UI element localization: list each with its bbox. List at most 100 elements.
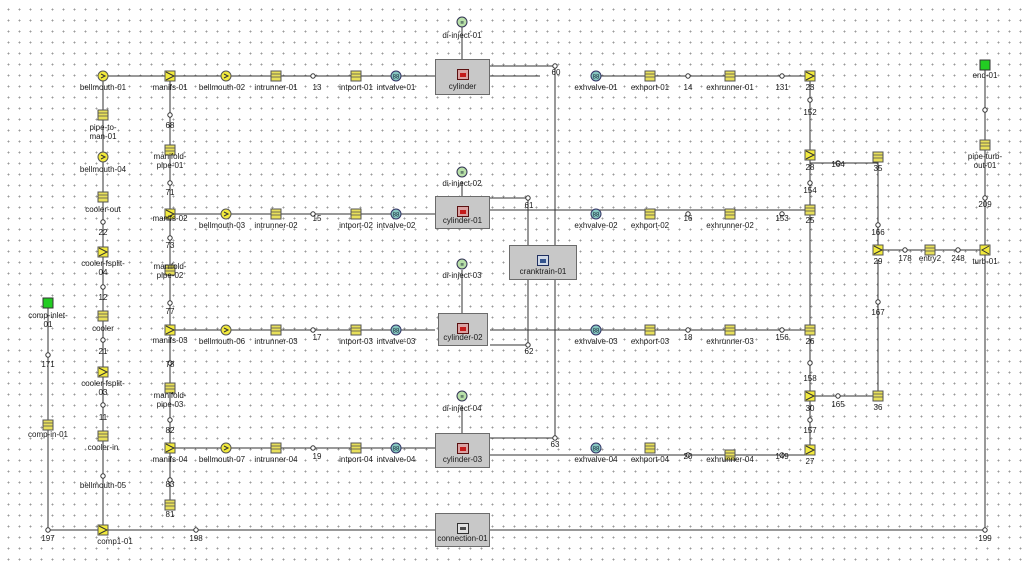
bellmouth-icon[interactable] (97, 70, 109, 82)
pipe-icon[interactable] (724, 324, 736, 336)
bellmouth-icon[interactable] (220, 442, 232, 454)
connection-01-block[interactable]: connection-01 (435, 513, 490, 547)
pipe-icon[interactable] (164, 382, 176, 394)
pipe-icon[interactable] (872, 151, 884, 163)
flowsplit-icon[interactable] (97, 524, 109, 536)
pipe-icon[interactable] (724, 70, 736, 82)
flowsplit-icon[interactable] (804, 149, 816, 161)
orifice-node (167, 300, 173, 306)
node-number-label: 81 (165, 510, 175, 519)
orifice-node (779, 327, 785, 333)
wire (810, 162, 879, 250)
pipe-icon[interactable] (97, 191, 109, 203)
valve-icon[interactable]: 88 (390, 442, 402, 454)
pipe-icon[interactable] (270, 70, 282, 82)
pipe-icon[interactable] (164, 264, 176, 276)
pipe-icon[interactable] (644, 442, 656, 454)
pipe-icon[interactable] (350, 324, 362, 336)
valve-icon[interactable]: 88 (390, 70, 402, 82)
node-number-label: 152 (803, 108, 817, 117)
flowsplit-icon[interactable] (97, 366, 109, 378)
pipe-icon[interactable] (804, 204, 816, 216)
pipe-icon[interactable] (724, 208, 736, 220)
pipe-icon[interactable] (42, 419, 54, 431)
end-environment-icon[interactable] (42, 297, 54, 309)
node-number-label: 78 (165, 360, 175, 369)
node-number-label: 149 (775, 452, 789, 461)
valve-icon[interactable]: 88 (590, 70, 602, 82)
pipe-icon[interactable] (97, 430, 109, 442)
cylinder-02-block[interactable]: cylinder-02 (438, 313, 488, 346)
node-number-label: 60 (551, 68, 561, 77)
pipe-icon[interactable] (644, 208, 656, 220)
pipe-icon[interactable] (164, 499, 176, 511)
pipe-icon[interactable] (164, 144, 176, 156)
flowsplit-icon[interactable] (804, 444, 816, 456)
orifice-node (525, 195, 531, 201)
node-number-label: 17 (312, 333, 322, 342)
pipe-icon[interactable] (644, 70, 656, 82)
flowsplit-icon[interactable] (872, 244, 884, 256)
cranktrain-01-block[interactable]: cranktrain-01 (509, 245, 577, 280)
flowsplit-icon[interactable] (164, 208, 176, 220)
pipe-icon[interactable] (270, 208, 282, 220)
cylinder-block[interactable]: cylinder (435, 59, 490, 95)
node-number-label: 25 (805, 216, 815, 225)
pipe-icon[interactable] (270, 324, 282, 336)
pipe-icon[interactable] (350, 442, 362, 454)
bellmouth-icon[interactable] (97, 151, 109, 163)
flowsplit-icon[interactable] (97, 246, 109, 258)
turbine-icon[interactable] (979, 244, 991, 256)
cylinder-03-block[interactable]: cylinder-03 (435, 433, 490, 468)
injector-icon[interactable]: ≡ (456, 166, 468, 178)
valve-icon[interactable]: 88 (390, 208, 402, 220)
svg-text:88: 88 (593, 213, 600, 219)
pipe-icon[interactable] (270, 442, 282, 454)
valve-icon[interactable]: 88 (590, 442, 602, 454)
node-number-label: 165 (831, 400, 845, 409)
node-number-label: 164 (831, 160, 845, 169)
component-label: manifold-pipe-02 (153, 262, 187, 280)
component-label: exhrunner-03 (706, 337, 754, 346)
svg-text:≡: ≡ (460, 395, 464, 401)
bellmouth-icon[interactable] (220, 70, 232, 82)
orifice-node (982, 195, 988, 201)
pipe-icon[interactable] (644, 324, 656, 336)
component-label: intrunner-02 (254, 221, 298, 230)
node-number-label: 18 (683, 333, 693, 342)
component-label: intport-01 (339, 83, 373, 92)
flowsplit-icon[interactable] (164, 442, 176, 454)
pipe-icon[interactable] (804, 324, 816, 336)
valve-icon[interactable]: 88 (590, 324, 602, 336)
pipe-icon[interactable] (97, 109, 109, 121)
pipe-icon[interactable] (97, 310, 109, 322)
flowsplit-icon[interactable] (804, 390, 816, 402)
block-label: cylinder (448, 82, 477, 91)
valve-icon[interactable]: 88 (590, 208, 602, 220)
orifice-node (100, 219, 106, 225)
cylinder-01-block[interactable]: cylinder-01 (435, 196, 490, 229)
node-number-label: 15 (312, 214, 322, 223)
pipe-icon[interactable] (872, 390, 884, 402)
component-label: intvalve-01 (376, 83, 416, 92)
flowsplit-icon[interactable] (164, 324, 176, 336)
pipe-icon[interactable] (979, 139, 991, 151)
pipe-icon[interactable] (724, 449, 736, 461)
node-number-label: 77 (165, 307, 175, 316)
flowsplit-icon[interactable] (804, 70, 816, 82)
node-number-label: 82 (165, 426, 175, 435)
component-label: exhrunner-01 (706, 83, 754, 92)
injector-icon[interactable]: ≡ (456, 16, 468, 28)
injector-icon[interactable]: ≡ (456, 258, 468, 270)
pipe-icon[interactable] (350, 70, 362, 82)
pipe-icon[interactable] (924, 244, 936, 256)
end-environment-icon[interactable] (979, 59, 991, 71)
valve-icon[interactable]: 88 (390, 324, 402, 336)
bellmouth-icon[interactable] (220, 324, 232, 336)
orifice-node (167, 417, 173, 423)
injector-icon[interactable]: ≡ (456, 390, 468, 402)
pipe-icon[interactable] (350, 208, 362, 220)
flowsplit-icon[interactable] (164, 70, 176, 82)
bellmouth-icon[interactable] (220, 208, 232, 220)
